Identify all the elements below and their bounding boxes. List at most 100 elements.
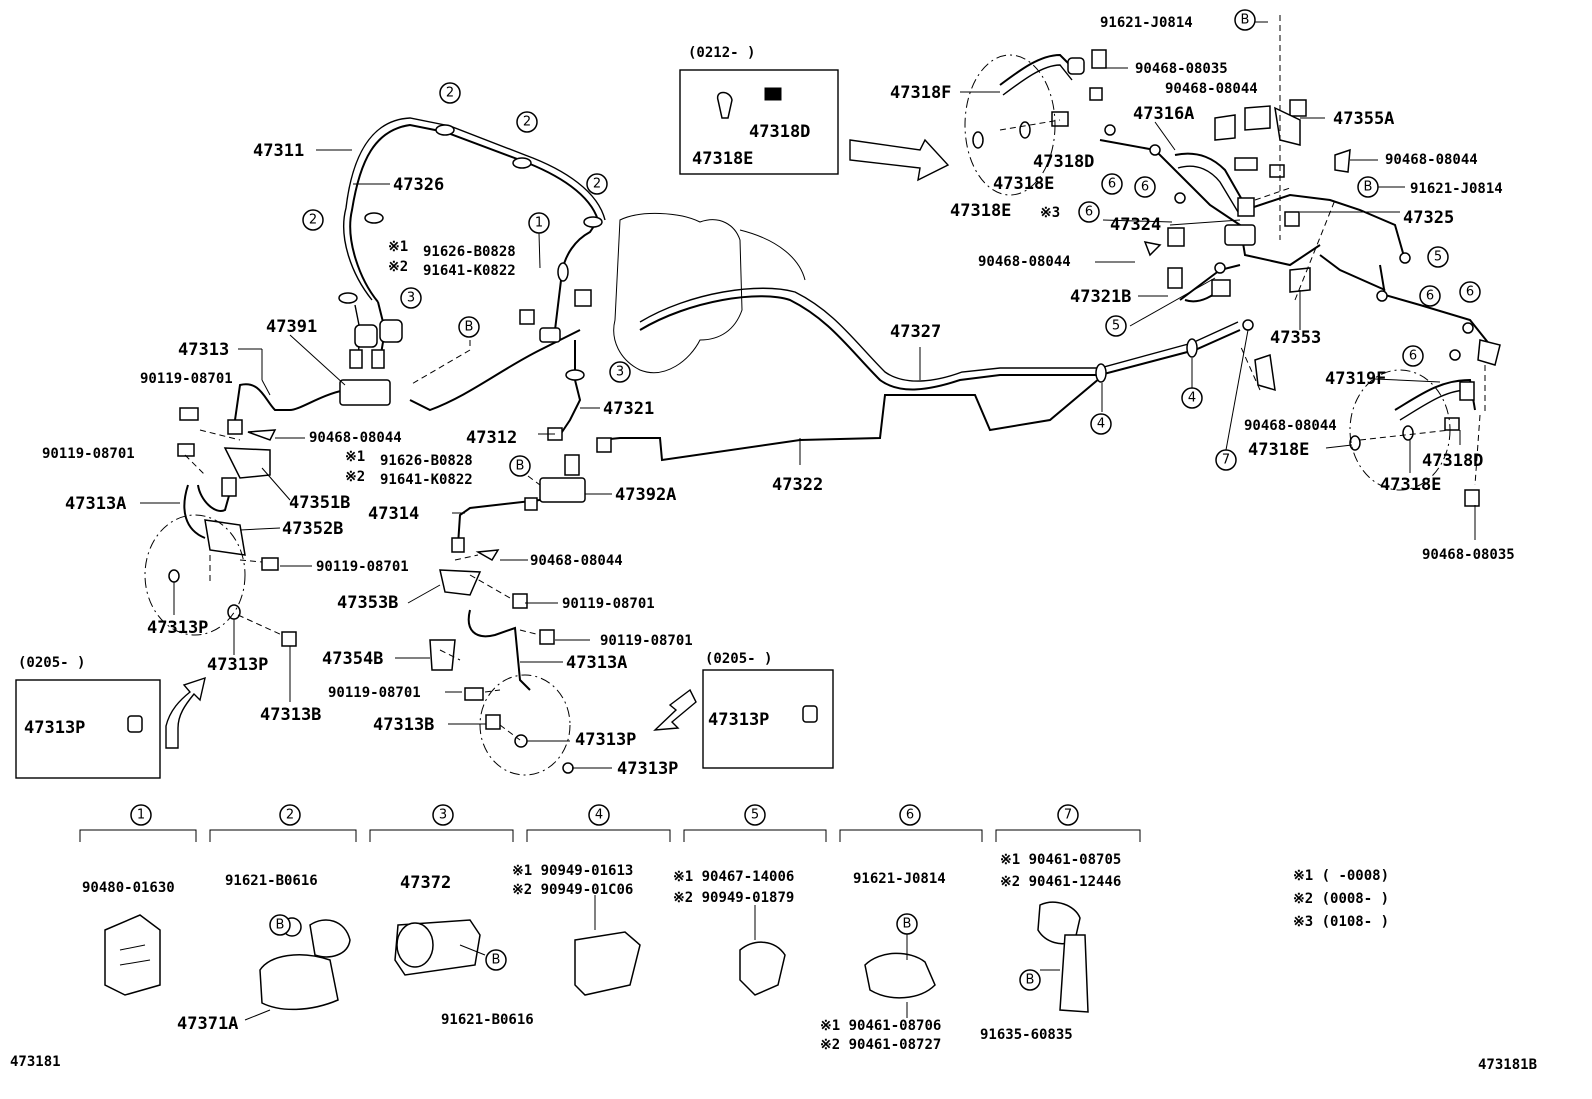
callout-text: B bbox=[1241, 13, 1250, 28]
part-label: 90119-08701 bbox=[600, 633, 693, 649]
callout-b: B bbox=[1019, 969, 1041, 991]
part-label: 47316A bbox=[1133, 104, 1194, 124]
legend-num: 5 bbox=[751, 808, 759, 823]
part-label: 47353 bbox=[1270, 328, 1321, 348]
part-label: 47325 bbox=[1403, 208, 1454, 228]
inset-part-label: 47313P bbox=[708, 710, 769, 730]
callout-text: 2 bbox=[309, 213, 317, 228]
legend-num: 2 bbox=[286, 808, 294, 823]
part-label: 47318E bbox=[692, 149, 753, 169]
legend-part: ※2 90461-08727 bbox=[820, 1037, 941, 1053]
callout-b: B bbox=[509, 455, 531, 477]
callout-b: B bbox=[458, 316, 480, 338]
inset-boxes bbox=[15, 69, 950, 779]
callout-2: 2 bbox=[516, 111, 538, 133]
legend-part: ※1 90467-14006 bbox=[673, 869, 794, 885]
figure-id-left: 473181 bbox=[10, 1054, 61, 1070]
part-label: 47313P bbox=[617, 759, 678, 779]
callout-text: 5 bbox=[1434, 250, 1442, 265]
callout-text: B bbox=[1364, 180, 1373, 195]
part-label: 91641-K0822 bbox=[423, 263, 516, 279]
note-line: ※2 (0008- ) bbox=[1293, 891, 1389, 907]
callout-6: 6 bbox=[1419, 285, 1441, 307]
callout-text: B bbox=[516, 459, 525, 474]
callout-text: 2 bbox=[446, 86, 454, 101]
callout-3: 3 bbox=[432, 804, 454, 826]
callout-b: B bbox=[896, 913, 918, 935]
callout-text: 6 bbox=[1085, 205, 1093, 220]
part-label: 47321B bbox=[1070, 287, 1131, 307]
legend-part: ※2 90949-01879 bbox=[673, 890, 794, 906]
part-label: 47313A bbox=[566, 653, 627, 673]
callout-6: 6 bbox=[1078, 201, 1100, 223]
callout-text: 6 bbox=[1466, 285, 1474, 300]
callouts: 2 2 2 2 1 3 3 4 4 7 6 6 6 5 6 6 6 5 1 2 … bbox=[130, 9, 1481, 991]
fittings bbox=[144, 15, 1501, 776]
part-label: 47312 bbox=[466, 428, 517, 448]
mark-text: ※1 bbox=[345, 449, 365, 465]
callout-2: 2 bbox=[279, 804, 301, 826]
part-label: 47391 bbox=[266, 317, 317, 337]
callout-5: 5 bbox=[1427, 246, 1449, 268]
part-label: 47327 bbox=[890, 322, 941, 342]
callout-text: 6 bbox=[1141, 180, 1149, 195]
part-label: 47319F bbox=[1325, 369, 1386, 389]
part-label: 47326 bbox=[393, 175, 444, 195]
callout-text: 7 bbox=[1222, 453, 1230, 468]
part-label: 47313B bbox=[260, 705, 321, 725]
callout-2: 2 bbox=[586, 173, 608, 195]
callout-6: 6 bbox=[899, 804, 921, 826]
mark-text: ※2 bbox=[388, 259, 408, 275]
note-line: ※1 ( -0008) bbox=[1293, 868, 1389, 884]
callout-text: 2 bbox=[593, 177, 601, 192]
part-label: 47355A bbox=[1333, 109, 1394, 129]
part-label: 47318E bbox=[993, 174, 1054, 194]
part-label: 47318D bbox=[1033, 152, 1094, 172]
callout-6: 6 bbox=[1101, 173, 1123, 195]
callout-b: B bbox=[1234, 9, 1256, 31]
leader-lines bbox=[79, 21, 1476, 842]
callout-6: 6 bbox=[1459, 281, 1481, 303]
legend-part: 91621-B0616 bbox=[441, 1012, 534, 1028]
callout-2: 2 bbox=[439, 82, 461, 104]
callout-1: 1 bbox=[528, 212, 550, 234]
part-label: 91621-J0814 bbox=[1410, 181, 1503, 197]
part-label: 47313P bbox=[575, 730, 636, 750]
legend-num: 7 bbox=[1064, 808, 1072, 823]
part-label: 47314 bbox=[368, 504, 419, 524]
part-label: 90468-08044 bbox=[978, 254, 1071, 270]
callout-b: B bbox=[1357, 176, 1379, 198]
callout-5: 5 bbox=[1105, 315, 1127, 337]
legend-part: ※2 90461-12446 bbox=[1000, 874, 1121, 890]
part-label: 47313P bbox=[147, 618, 208, 638]
legend-num: 6 bbox=[906, 808, 914, 823]
legend-part: ※2 90949-01C06 bbox=[512, 882, 633, 898]
part-label: 47318E bbox=[1380, 475, 1441, 495]
notes: ※1 ( -0008) ※2 (0008- ) ※3 (0108- ) bbox=[1293, 868, 1389, 930]
legend-part: 91621-J0814 bbox=[853, 871, 946, 887]
callout-4: 4 bbox=[1090, 413, 1112, 435]
callout-text: 3 bbox=[616, 365, 624, 380]
part-label: 47318E bbox=[950, 201, 1011, 221]
part-labels: 47311 47326 47391 47313 90119-08701 9011… bbox=[18, 15, 1515, 779]
callout-text: 2 bbox=[523, 115, 531, 130]
callout-b: B bbox=[269, 914, 291, 936]
part-label: 47318D bbox=[749, 122, 810, 142]
part-label: 90119-08701 bbox=[328, 685, 421, 701]
callout-4: 4 bbox=[588, 804, 610, 826]
legend-part: 47371A bbox=[177, 1014, 238, 1034]
callout-1: 1 bbox=[130, 804, 152, 826]
part-label: 47311 bbox=[253, 141, 304, 161]
legend-part: 47372 bbox=[400, 873, 451, 893]
part-label: 47352B bbox=[282, 519, 343, 539]
callout-text: B bbox=[1026, 973, 1035, 988]
inset-part-label: 47313P bbox=[24, 718, 85, 738]
part-label: 90468-08044 bbox=[530, 553, 623, 569]
callout-3: 3 bbox=[609, 361, 631, 383]
part-label: 47313B bbox=[373, 715, 434, 735]
callout-6: 6 bbox=[1134, 176, 1156, 198]
part-label: 90468-08035 bbox=[1135, 61, 1228, 77]
part-label: 47354B bbox=[322, 649, 383, 669]
callout-text: 4 bbox=[1097, 417, 1105, 432]
